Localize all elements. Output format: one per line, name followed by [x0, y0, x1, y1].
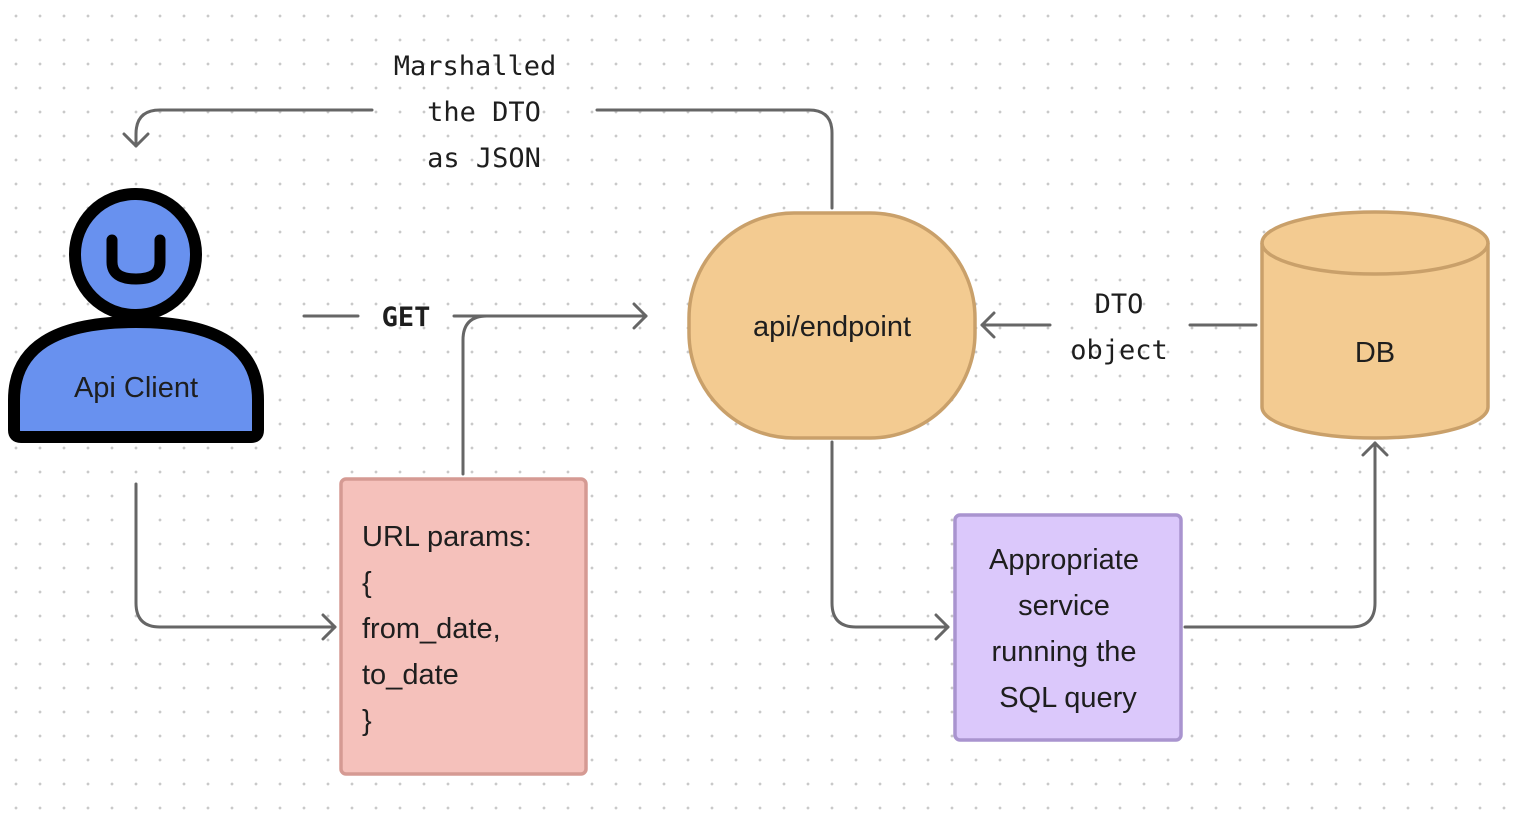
- edge-endpoint-to-service: [830, 440, 950, 641]
- service-line-2: service: [1018, 590, 1110, 622]
- node-label-api-client: Api Client: [74, 372, 198, 404]
- edge-label-response-line-2: the DTO: [427, 97, 541, 128]
- edge-label-response-line-1: Marshalled: [394, 51, 557, 82]
- node-api-client[interactable]: Api Client: [8, 188, 264, 443]
- arrowhead-right-icon: [632, 302, 648, 330]
- node-label-api-endpoint: api/endpoint: [753, 311, 911, 343]
- edge-params-to-get: [461, 314, 502, 476]
- arrowhead-down-icon: [122, 132, 150, 148]
- edge-response-json: Marshalled the DTO as JSON: [122, 51, 834, 210]
- edge-dto-object: DTO object: [980, 289, 1258, 366]
- edge-label-response-line-3: as JSON: [427, 143, 541, 174]
- node-db[interactable]: DB: [1260, 210, 1490, 440]
- node-api-endpoint[interactable]: api/endpoint: [687, 211, 977, 440]
- edge-service-to-db: [1183, 441, 1389, 629]
- node-label-db: DB: [1355, 337, 1395, 369]
- service-line-1: Appropriate: [989, 544, 1139, 576]
- service-line-4: SQL query: [999, 682, 1137, 714]
- url-params-line-2: {: [362, 567, 372, 599]
- url-params-line-1: URL params:: [362, 521, 532, 553]
- user-icon-body: [8, 316, 264, 443]
- edge-label-dto-line-2: object: [1070, 335, 1168, 366]
- edge-client-to-params: [134, 482, 337, 641]
- arrowhead-up-icon: [1361, 441, 1389, 457]
- node-url-params[interactable]: URL params: { from_date, to_date }: [339, 477, 588, 776]
- service-line-3: running the: [991, 636, 1136, 668]
- node-service[interactable]: Appropriate service running the SQL quer…: [953, 513, 1183, 742]
- user-icon-smile: [106, 234, 166, 285]
- edge-label-dto-line-1: DTO: [1095, 289, 1144, 320]
- edge-label-get: GET: [382, 302, 431, 333]
- url-params-line-3: from_date,: [362, 613, 501, 645]
- arrowhead-left-icon: [980, 311, 996, 339]
- url-params-line-4: to_date: [362, 659, 459, 691]
- user-icon-head: [69, 188, 202, 321]
- arrowhead-right-icon: [321, 613, 337, 641]
- arrowhead-right-icon: [934, 613, 950, 641]
- url-params-line-5: }: [362, 705, 372, 737]
